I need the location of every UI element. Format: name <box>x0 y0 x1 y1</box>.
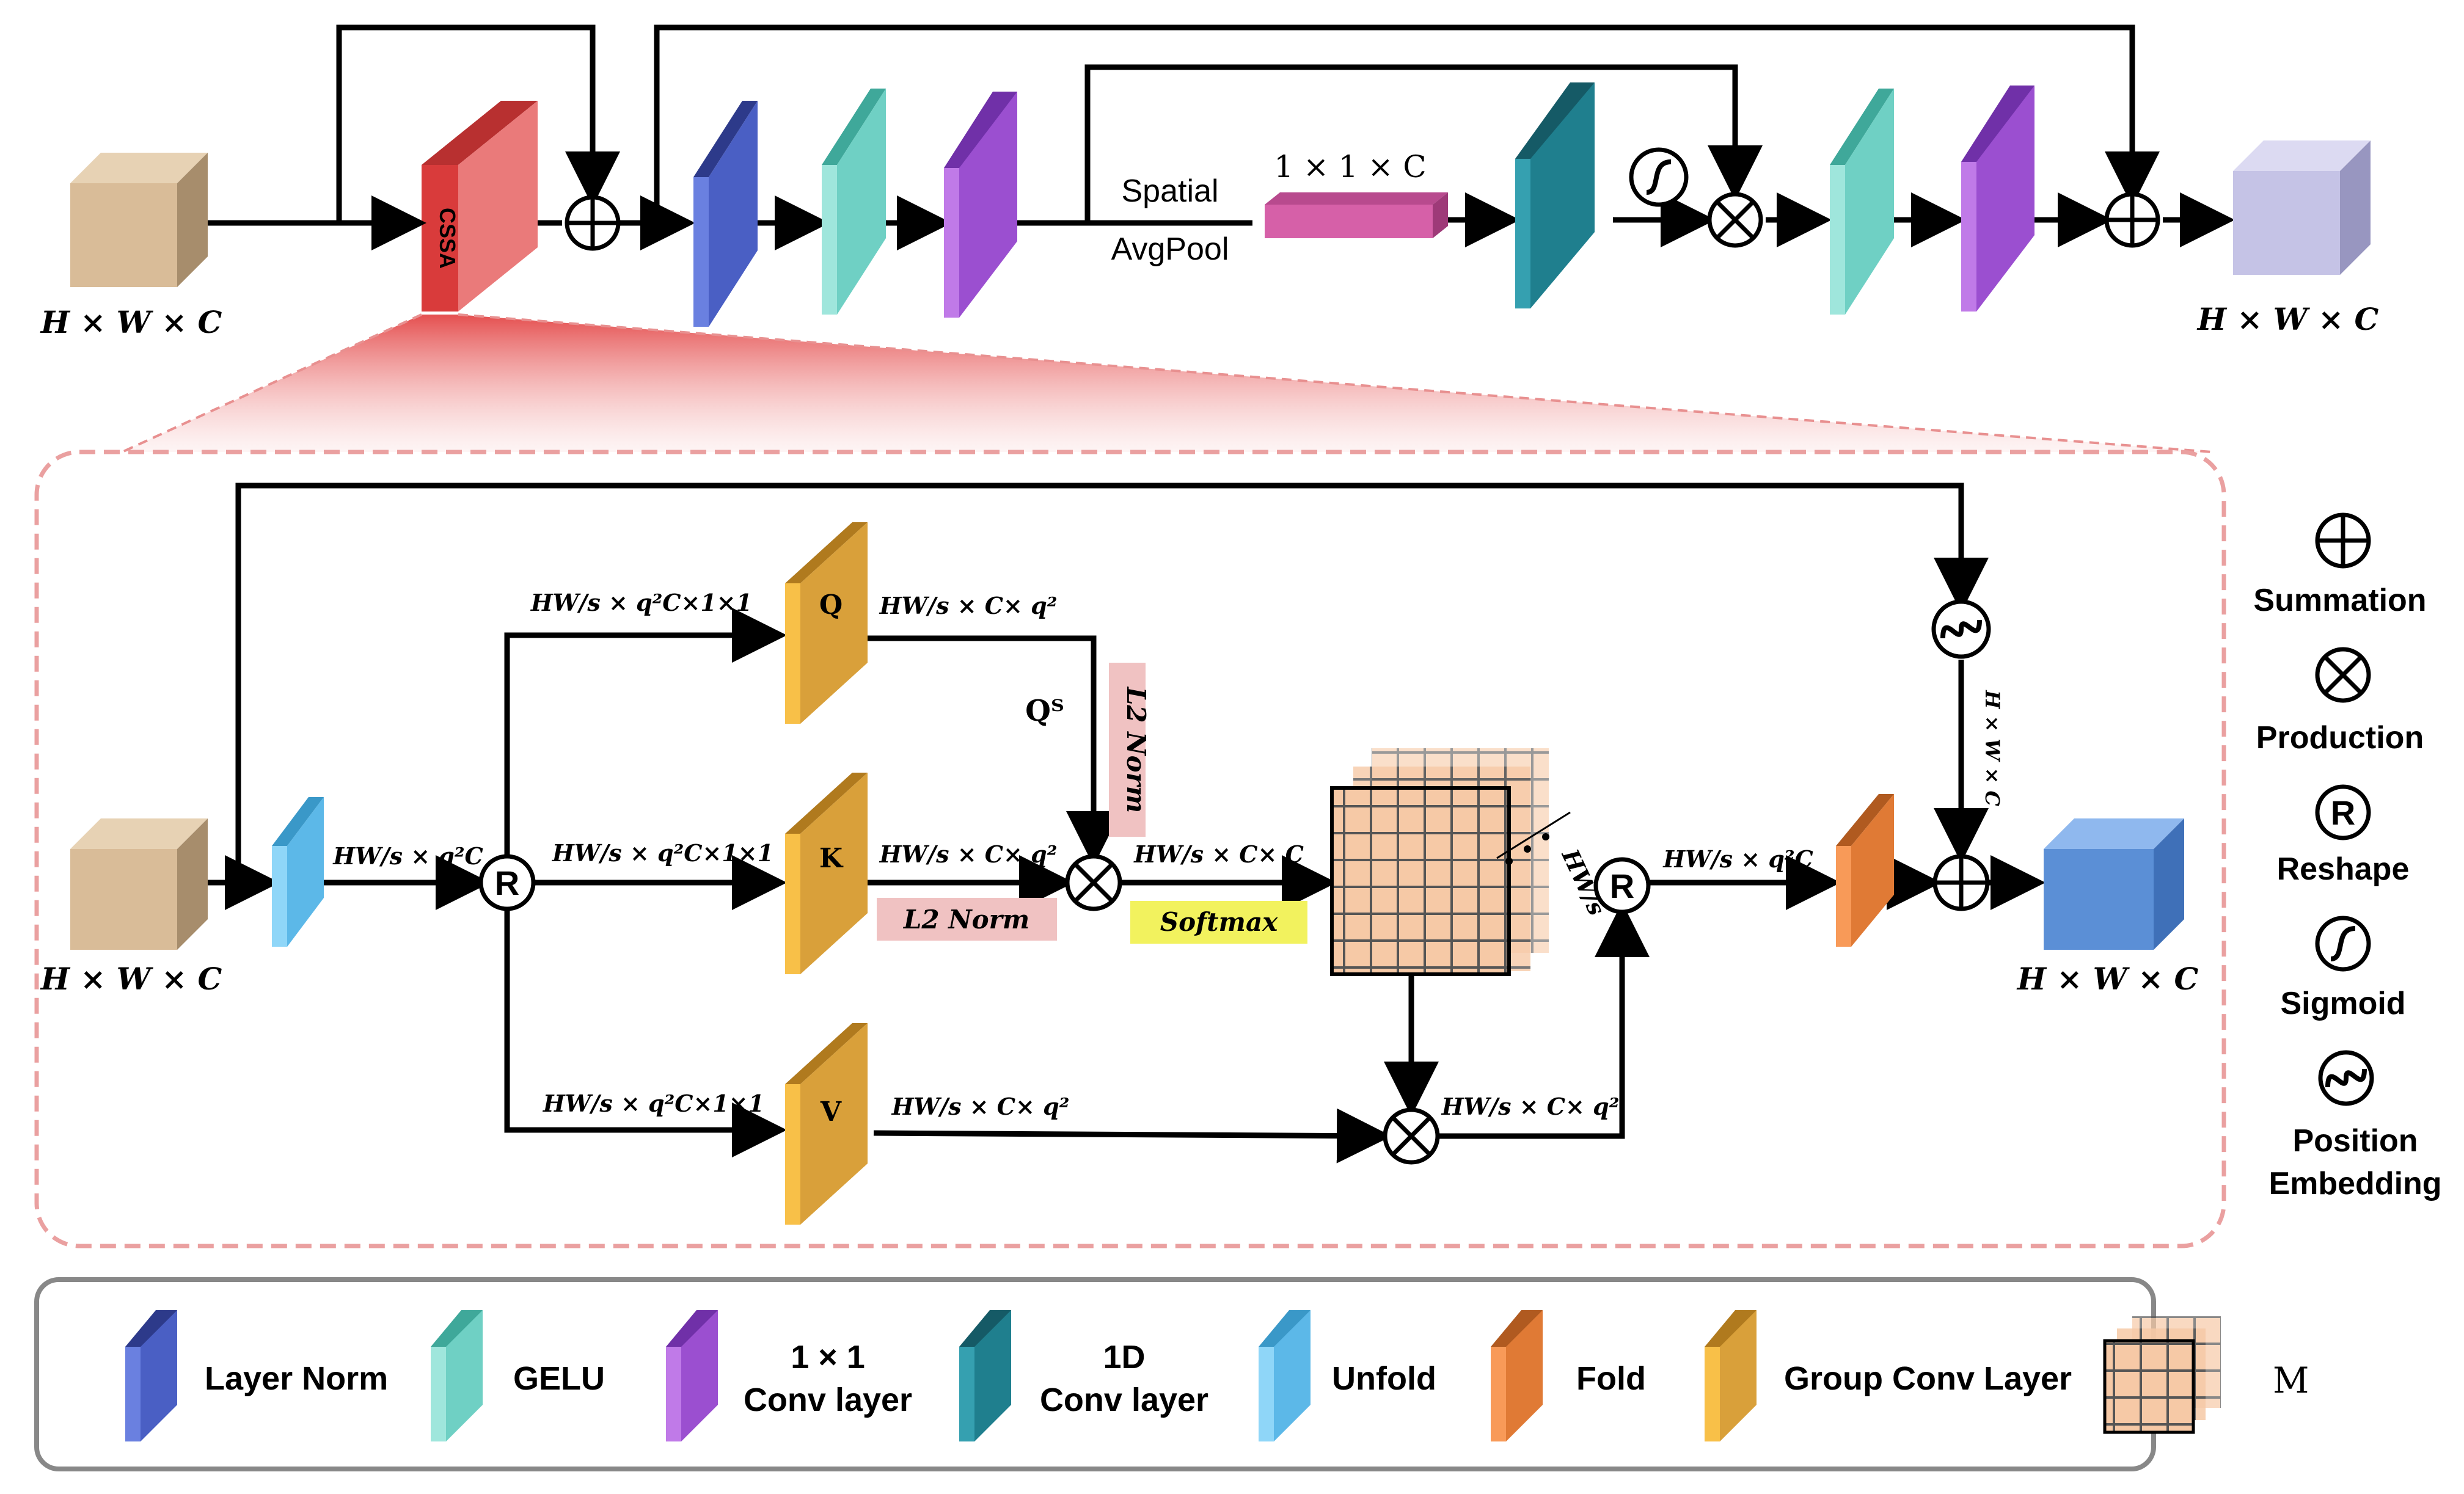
top-sum-2-icon <box>2104 192 2160 248</box>
top-gelu-block-2 <box>1830 89 1894 315</box>
cssa-block <box>422 101 538 312</box>
legend-conv1d-label-2: Conv layer <box>1040 1382 1208 1418</box>
position-embedding-key-icon <box>2318 1050 2374 1106</box>
position-embedding-key-label-1: Position <box>2292 1123 2418 1159</box>
reshape-key-label: Reshape <box>2277 851 2410 887</box>
branch-k-in: HW/s × q²C×1×1 <box>552 839 773 867</box>
q-block <box>785 522 868 724</box>
v-out-dim: HW/s × C× q² <box>891 1093 1070 1120</box>
l2-norm-k-bg <box>877 898 1057 941</box>
legend-conv1x1-label-1: 1 × 1 <box>791 1339 865 1376</box>
top-input-dim: H × W × C <box>40 304 222 340</box>
pool-out-dim: 1 × 1 × C <box>1274 149 1426 184</box>
svg-text:R: R <box>2331 793 2355 832</box>
top-conv1x1-block-2 <box>1961 86 2034 312</box>
k-out-dim: HW/s × C× q² <box>879 840 1058 868</box>
detail-output-dim: H × W × C <box>2016 961 2199 997</box>
top-pipeline: H × W × C CSSA <box>40 24 2379 340</box>
mv-out-dim: HW/s × C× q² <box>1441 1093 1620 1120</box>
summation-key-icon <box>2315 512 2371 569</box>
pool-label-1: Spatial <box>1122 173 1219 209</box>
detail-input-dim: H × W × C <box>40 961 222 997</box>
top-conv1d-block <box>1515 82 1595 308</box>
reshape-key-icon: R <box>2315 784 2371 840</box>
l2-norm-q: L2 Norm <box>1121 687 1151 813</box>
cssa-zoom-fan <box>122 315 2212 452</box>
q-out-dim: HW/s × C× q² <box>879 592 1058 619</box>
top-output-cube <box>2233 140 2371 275</box>
k-label: K <box>819 843 844 874</box>
legend-m-label: M <box>2273 1360 2309 1401</box>
branch-q-in: HW/s × q²C×1×1 <box>530 589 752 616</box>
pos-dim: H × W × C <box>1981 690 2004 806</box>
detail-pipeline: H × W × C HW/s × q²C <box>40 483 2199 1225</box>
l2-norm-q-bg <box>1109 663 1146 837</box>
legend-conv1x1-swatch <box>666 1310 718 1441</box>
top-gelu-block <box>822 89 886 315</box>
symbol-key: Summation Production R Reshape Sigmoid P… <box>2253 512 2442 1201</box>
cssa-label: CSSA <box>435 208 460 269</box>
top-production-icon <box>1707 192 1763 248</box>
detail-production-1-icon <box>1065 854 1122 911</box>
legend-conv1x1-label-2: Conv layer <box>744 1382 912 1418</box>
detail-position-embedding-icon <box>1931 599 1991 659</box>
legend-layernorm-label: Layer Norm <box>205 1360 388 1397</box>
position-embedding-key-label-2: Embedding <box>2268 1166 2441 1201</box>
detail-box <box>34 450 2226 1248</box>
detail-output-cube <box>2044 818 2184 950</box>
production-key-icon <box>2315 647 2371 703</box>
top-sigmoid-icon <box>1629 147 1689 207</box>
production-key-label: Production <box>2256 720 2424 756</box>
top-conv1x1-block <box>944 92 1017 318</box>
legend: Layer Norm GELU 1 × 1 Conv layer 1D Conv… <box>125 1310 2309 1441</box>
v-label: V <box>820 1096 842 1128</box>
sigmoid-key-label: Sigmoid <box>2280 986 2405 1021</box>
legend-m-swatch <box>2103 1316 2221 1434</box>
reshape-out-dim: HW/s × q²C <box>1662 845 1813 873</box>
detail-reshape-1-icon: R <box>478 854 536 911</box>
v-block <box>785 1023 868 1225</box>
softmax-label: Softmax <box>1160 907 1278 937</box>
legend-gelu-label: GELU <box>513 1360 605 1397</box>
unfold-out-dim: HW/s × q²C <box>332 842 483 870</box>
pool-bar <box>1265 192 1448 238</box>
legend-unfold-swatch <box>1259 1310 1311 1441</box>
detail-input-cube <box>70 818 208 950</box>
legend-fold-swatch <box>1491 1310 1543 1441</box>
k-block <box>785 773 868 974</box>
top-input-cube <box>70 153 208 287</box>
legend-gelu-swatch <box>431 1310 483 1441</box>
legend-conv1d-label-1: 1D <box>1103 1339 1145 1376</box>
softmax-bg <box>1130 901 1307 944</box>
attn-out-dim: HW/s × C× C <box>1133 840 1304 868</box>
q-label: Q <box>819 589 843 621</box>
legend-groupconv-label: Group Conv Layer <box>1784 1360 2072 1397</box>
detail-reshape-2-icon: R <box>1593 857 1651 914</box>
legend-unfold-label: Unfold <box>1332 1360 1436 1397</box>
legend-groupconv-swatch <box>1705 1310 1757 1441</box>
detail-fold-block <box>1836 794 1894 947</box>
l2-norm-k: L2 Norm <box>903 905 1029 935</box>
detail-sum-icon <box>1932 854 1990 911</box>
top-layernorm-block <box>693 101 758 327</box>
qt-label: Qᵀ <box>1025 694 1064 728</box>
svg-text:R: R <box>495 864 519 902</box>
detail-unfold-block <box>272 797 324 947</box>
legend-layernorm-swatch <box>125 1310 177 1441</box>
top-sum-1-icon <box>565 195 621 251</box>
svg-text:R: R <box>1610 867 1634 905</box>
detail-production-2-icon <box>1383 1107 1440 1165</box>
branch-v-in: HW/s × q²C×1×1 <box>543 1090 764 1117</box>
sigmoid-key-icon <box>2315 916 2371 972</box>
legend-fold-label: Fold <box>1576 1360 1646 1397</box>
pool-label-2: AvgPool <box>1111 231 1229 267</box>
top-output-dim: H × W × C <box>2196 301 2379 337</box>
m-grid-stack <box>1330 748 1571 976</box>
summation-key-label: Summation <box>2253 583 2426 618</box>
legend-conv1d-swatch <box>959 1310 1011 1441</box>
